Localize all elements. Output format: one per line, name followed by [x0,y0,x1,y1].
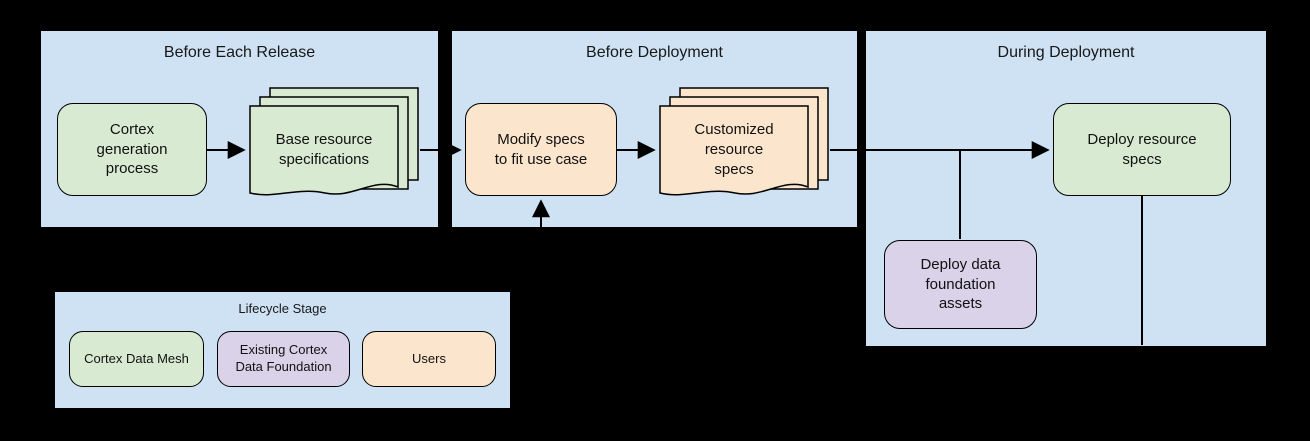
legend-item-existing-cortex-data-foundation: Existing Cortex Data Foundation [217,331,350,387]
node-label: Customized resource specs [694,121,774,178]
node-label: Deploy resource specs [1087,130,1197,168]
legend-item-label: Cortex Data Mesh [84,350,189,366]
node-deploy-resource-specs: Deploy resource specs [1053,103,1231,196]
node-label: Cortex generation process [96,120,168,178]
panel-title-before-each-release: Before Each Release [163,44,316,61]
node-cortex-generation-process: Cortex generation process [57,103,207,196]
node-customized-resource-specs: Customized resource specs [659,87,831,213]
node-modify-specs: Modify specs to fit use case [465,103,617,196]
node-label: Modify specs to fit use case [494,130,588,168]
document-stack-icon [659,87,829,196]
node-deploy-data-foundation-assets: Deploy data foundation assets [884,240,1037,329]
legend-item-users: Users [362,331,496,387]
panel-title-before-deployment: Before Deployment [586,44,723,61]
node-base-resource-specifications: Base resource specifications [249,87,421,213]
panel-title-during-deployment: During Deployment [997,44,1135,61]
node-label: Base resource specifications [275,131,373,168]
legend-title: Lifecycle Stage [238,301,327,316]
legend-lifecycle-stage: Lifecycle Stage Cortex Data Mesh Existin… [55,292,510,408]
legend-item-cortex-data-mesh: Cortex Data Mesh [69,331,204,387]
legend-item-label: Existing Cortex Data Foundation [235,342,332,374]
document-stack-icon [249,87,419,196]
node-label: Deploy data foundation assets [920,255,1001,313]
legend-item-label: Users [412,350,446,366]
